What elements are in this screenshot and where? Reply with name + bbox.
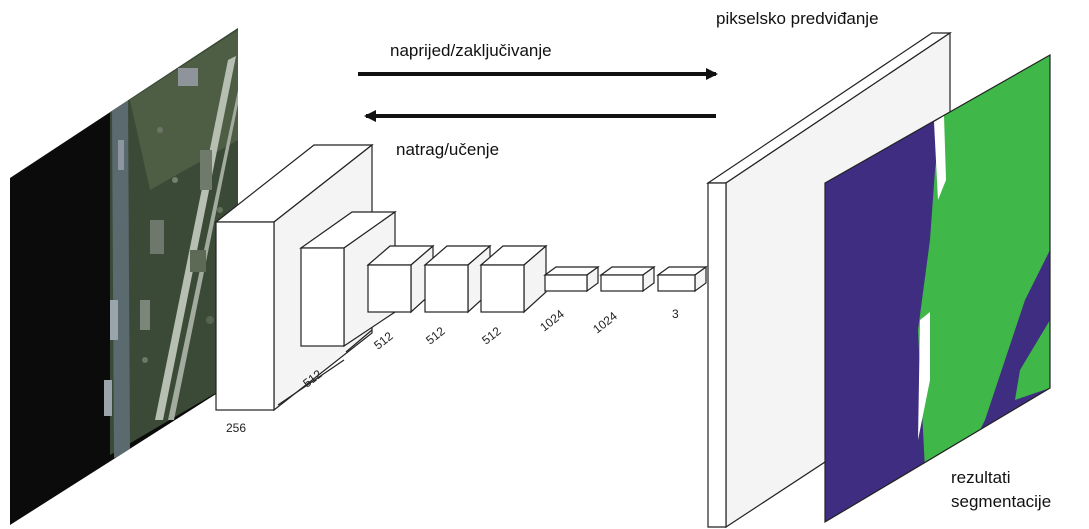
- size-label-1024-a: 1024: [537, 307, 567, 335]
- fc-block-1024-b: [599, 265, 656, 293]
- size-label-512-d: 512: [479, 324, 504, 348]
- segmentation-label-line1: rezultati: [951, 468, 1011, 487]
- size-label-3: 3: [672, 307, 679, 321]
- backward-label: natrag/učenje: [396, 140, 499, 159]
- conv-block-512-d: [479, 244, 548, 314]
- forward-label: naprijed/zaključivanje: [390, 41, 552, 60]
- segmentation-result-image: [824, 53, 1051, 524]
- fc-block-1024-a: [543, 265, 600, 293]
- size-label-1024-b: 1024: [590, 309, 620, 337]
- size-label-512-b: 512: [371, 329, 396, 353]
- segmentation-label-line2: segmentacije: [951, 492, 1051, 511]
- size-label-512-c: 512: [423, 324, 448, 348]
- dim-line-512: [345, 329, 373, 353]
- fc-block-3: [656, 265, 708, 293]
- size-label-256: 256: [226, 421, 246, 435]
- conv-block-512-b: [366, 244, 435, 314]
- conv-block-512-c: [423, 244, 492, 314]
- satellite-input-image: [10, 28, 238, 525]
- dim-line-256: [277, 359, 345, 406]
- pixel-prediction-label: pikselsko predviđanje: [716, 9, 879, 28]
